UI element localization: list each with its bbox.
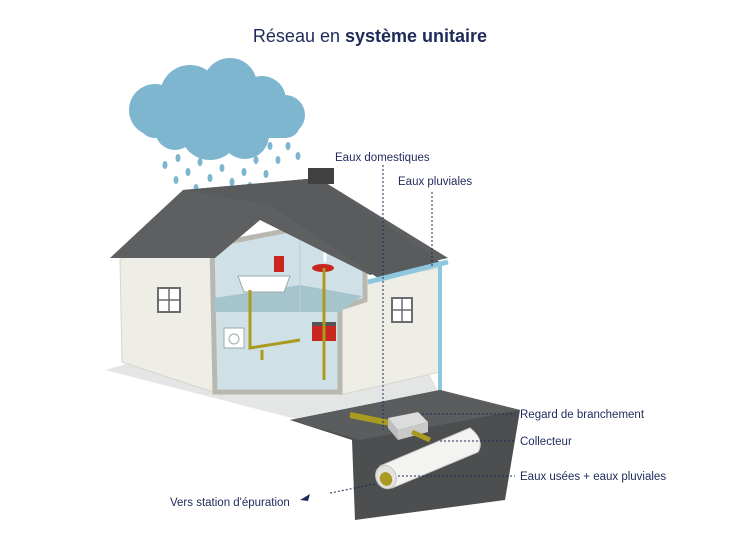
wastewater-pipes [248,268,326,380]
rain-cloud [129,58,305,160]
title-normal: Réseau en [252,26,345,46]
chimney [308,168,334,184]
window-left [157,287,181,313]
roof-top [183,178,440,278]
bathtub [237,275,291,293]
label-collecteur: Collecteur [520,436,572,448]
leader-lines [329,165,515,494]
page-title: Réseau en système unitaire [0,26,740,47]
label-station: Vers station d'épuration [170,497,290,509]
washing-machine [223,327,245,349]
collector-pipe [375,427,481,490]
label-eaux-pluviales: Eaux pluviales [398,176,472,188]
towel-red [274,256,284,272]
label-eaux-mixtes: Eaux usées + eaux pluviales [520,471,666,483]
label-regard: Regard de branchement [520,409,645,421]
title-bold: système unitaire [345,26,488,46]
arrow-to-station [300,494,310,501]
window-right [391,297,413,323]
label-eaux-domestiques: Eaux domestiques [335,152,430,164]
